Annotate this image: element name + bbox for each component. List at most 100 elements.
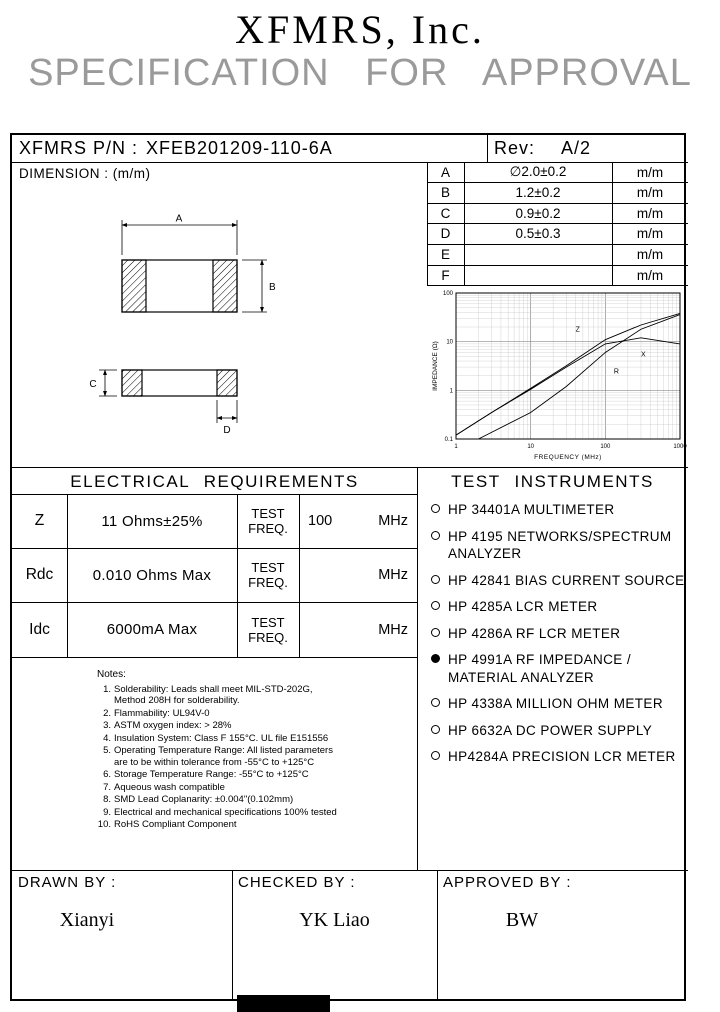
divider — [12, 162, 688, 163]
divider — [237, 494, 238, 657]
checked-by-name: YK Liao — [299, 909, 370, 931]
dimension-unit: m/m — [636, 164, 664, 180]
chart-x-axis-label: FREQUENCY (MHz) — [534, 454, 602, 461]
instrument-item: HP 4286A RF LCR METER — [431, 625, 685, 643]
note-item: 7. Aqueous wash compatible — [97, 782, 397, 794]
divider — [427, 285, 688, 286]
dim-label-d: D — [223, 425, 230, 436]
divider — [427, 265, 688, 266]
hatched-terminal — [121, 259, 147, 313]
test-instruments-list: HP 34401A MULTIMETER HP 4195 NETWORKS/SP… — [431, 501, 685, 775]
note-number: 4. — [103, 732, 111, 744]
dimension-key: F — [441, 267, 450, 283]
note-text: Electrical and mechanical specifications… — [114, 806, 337, 818]
part-number: XFMRS P/N : XFEB201209-110-6A — [19, 138, 333, 159]
electrical-param: Idc — [29, 620, 50, 638]
radio-bullet-icon — [431, 654, 440, 663]
chart-frame — [455, 292, 681, 440]
electrical-value: 11 Ohms±25% — [101, 512, 203, 530]
chart-x-tick-label: 100 — [600, 444, 611, 450]
chart-series-Z — [455, 313, 681, 436]
dimension-row: A ∅2.0±0.2 m/m — [427, 162, 688, 182]
front-view: C D — [89, 369, 238, 436]
dimension-unit: m/m — [636, 225, 664, 241]
dimension-value: ∅2.0±0.2 — [509, 164, 567, 179]
electrical-row: Idc 6000mA Max TEST FREQ. MHz — [12, 602, 417, 657]
note-number: 7. — [103, 781, 111, 793]
note-text: Aqueous wash compatible — [114, 781, 225, 793]
drawn-by-label: DRAWN BY : — [18, 874, 117, 891]
note-text: Solderability: Leads shall meet MIL-STD-… — [114, 683, 313, 707]
note-item: 2. Flammability: UL94V-0 — [97, 708, 397, 720]
checked-by-label: CHECKED BY : — [238, 874, 356, 891]
radio-bullet-icon — [431, 504, 440, 513]
electrical-row: Z 11 Ohms±25% TEST FREQ. 100 MHz — [12, 494, 417, 548]
top-view: A B — [121, 214, 276, 313]
chart-y-tick-label: 100 — [443, 291, 454, 297]
instrument-label: HP 4285A LCR METER — [448, 599, 598, 614]
dimension-key: D — [440, 225, 451, 241]
dimension-unit: m/m — [636, 184, 664, 200]
note-item: 4. Insulation System: Class F 155°C. UL … — [97, 733, 397, 745]
dimension-row: D 0.5±0.3 m/m — [427, 223, 688, 243]
instrument-item: HP 6632A DC POWER SUPPLY — [431, 722, 685, 740]
divider — [299, 494, 300, 657]
instrument-item: HP 4991A RF IMPEDANCE / MATERIAL ANALYZE… — [431, 651, 685, 686]
chart-y-tick-label: 10 — [446, 340, 453, 346]
note-number: 1. — [103, 683, 111, 695]
divider — [232, 870, 233, 999]
dimension-unit: m/m — [636, 246, 664, 262]
revision-label: Rev: — [494, 138, 536, 158]
chart-series-label: R — [614, 369, 619, 376]
instrument-item: HP4284A PRECISION LCR METER — [431, 748, 685, 766]
dimension-row: F m/m — [427, 265, 688, 285]
main-frame: XFMRS P/N : XFEB201209-110-6A Rev: A/2 D… — [10, 133, 688, 1001]
note-number: 10. — [97, 819, 111, 830]
radio-bullet-icon — [431, 530, 440, 540]
dimension-unit: m/m — [636, 205, 664, 221]
dimension-key: B — [440, 184, 450, 200]
divider — [417, 467, 418, 870]
test-freq-unit: MHz — [378, 567, 408, 583]
radio-bullet-icon — [431, 627, 440, 637]
footer-mark — [237, 995, 330, 1012]
divider — [12, 548, 417, 549]
instrument-item: HP 4285A LCR METER — [431, 598, 685, 616]
dimension-row: E m/m — [427, 244, 688, 264]
divider — [427, 182, 688, 183]
test-freq-value: 100 — [308, 513, 333, 529]
electrical-value: 0.010 Ohms Max — [92, 566, 212, 584]
instrument-label: HP 6632A DC POWER SUPPLY — [448, 722, 653, 738]
divider — [12, 602, 417, 603]
instrument-label: HP4284A PRECISION LCR METER — [448, 749, 676, 764]
note-text: Insulation System: Class F 155°C. UL fil… — [114, 732, 329, 744]
note-number: 9. — [103, 806, 111, 818]
part-number-value: XFEB201209-110-6A — [146, 138, 333, 158]
note-text: Operating Temperature Range: All listed … — [114, 745, 333, 768]
chart-y-tick-label: 0.1 — [445, 437, 454, 443]
instrument-label: HP 42841 BIAS CURRENT SOURCE — [448, 572, 685, 588]
note-item: 8. SMD Lead Coplanarity: ±0.004"(0.102mm… — [97, 794, 397, 806]
note-number: 5. — [103, 745, 111, 756]
document-title: SPECIFICATION FOR APPROVAL — [28, 52, 692, 94]
revision-value: A/2 — [561, 138, 592, 158]
part-number-label: XFMRS P/N : — [19, 138, 139, 158]
dim-label-a: A — [176, 214, 183, 225]
chart-series-label: Z — [576, 327, 581, 334]
note-text: SMD Lead Coplanarity: ±0.004"(0.102mm) — [114, 794, 294, 805]
dimension-unit: m/m — [636, 267, 664, 283]
electrical-requirements-title: ELECTRICAL REQUIREMENTS — [70, 472, 359, 491]
drawn-by-name: Xianyi — [59, 909, 115, 931]
electrical-param: Z — [34, 512, 45, 529]
chart-y-tick-label: 1 — [450, 388, 454, 394]
electrical-value: 6000mA Max — [106, 621, 198, 638]
note-item: 10. RoHS Compliant Component — [97, 819, 397, 831]
electrical-row: Rdc 0.010 Ohms Max TEST FREQ. MHz — [12, 548, 417, 602]
note-number: 3. — [103, 720, 111, 731]
divider — [12, 657, 417, 658]
divider — [12, 467, 688, 468]
instrument-item: HP 4195 NETWORKS/SPECTRUM ANALYZER — [431, 528, 685, 563]
revision: Rev: A/2 — [494, 138, 591, 159]
hatched-terminal — [212, 259, 238, 313]
